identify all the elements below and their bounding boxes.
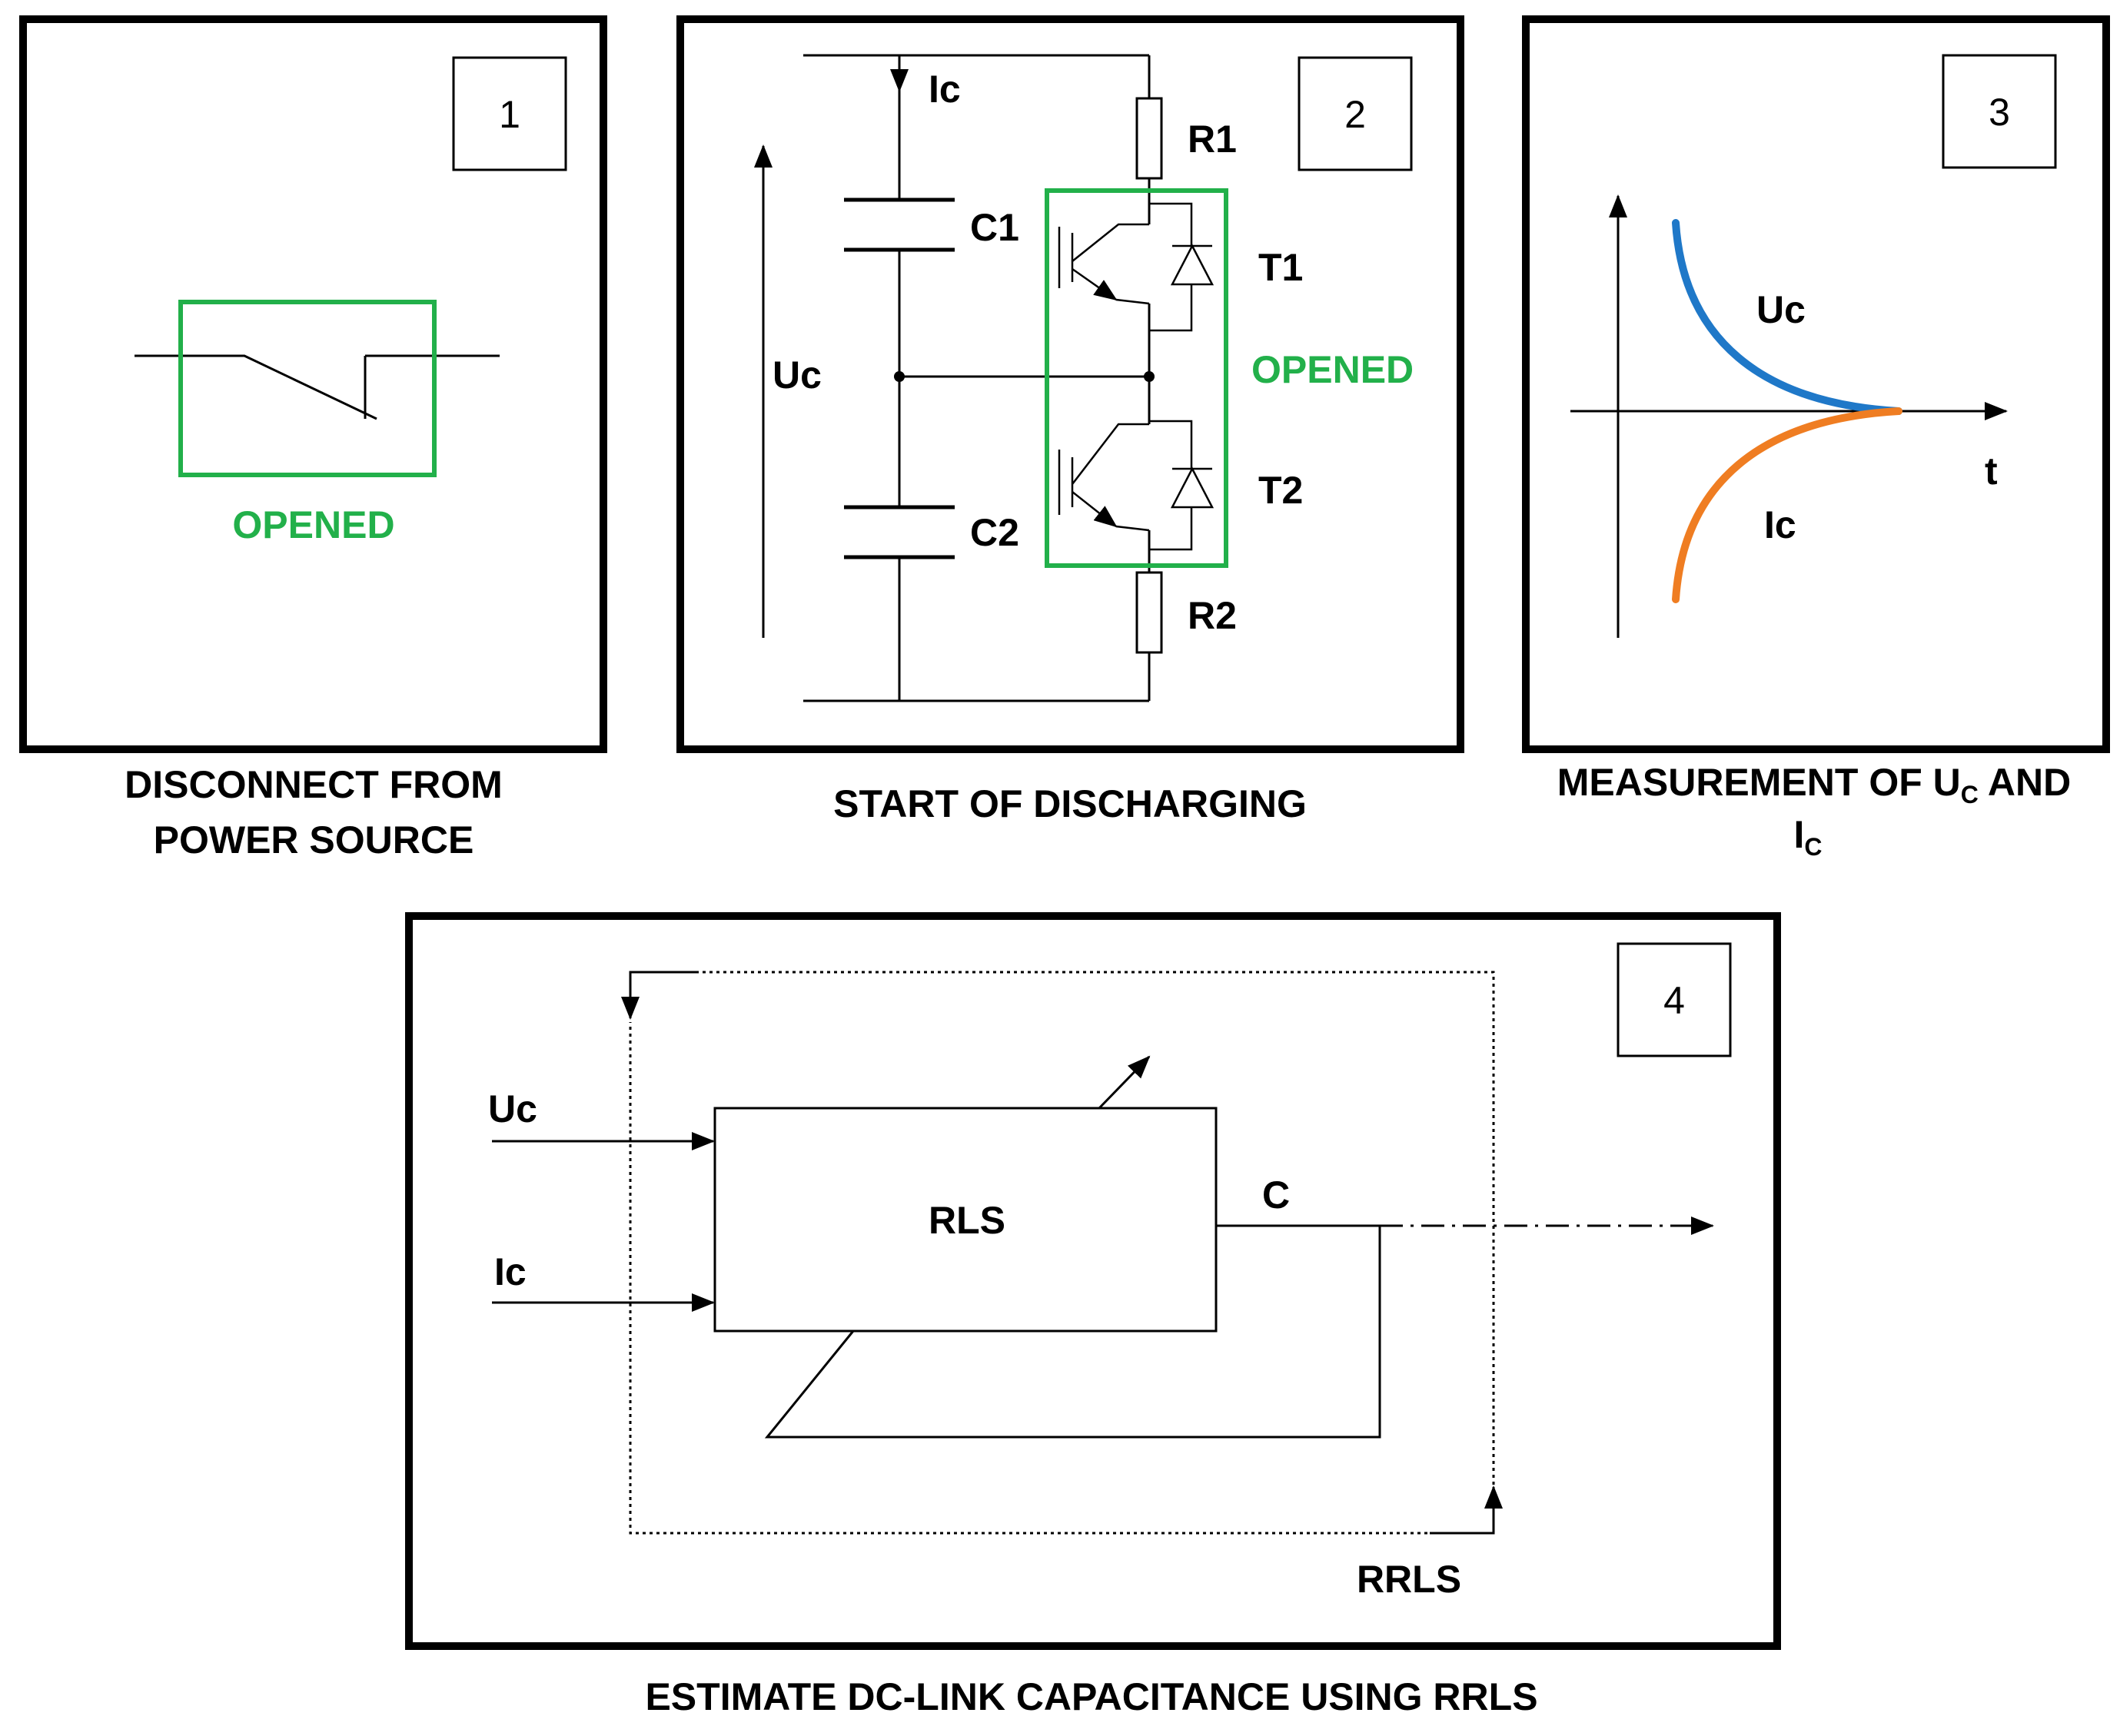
- junction-dot-left: [894, 371, 905, 382]
- resistor-label-r1: R1: [1188, 118, 1237, 161]
- capacitor-c2-symbol: [844, 505, 955, 559]
- current-label-ic: Ic: [929, 68, 961, 111]
- panel-4-caption: ESTIMATE DC-LINK CAPACITANCE USING RRLS: [645, 1675, 1537, 1718]
- panel-4: 4 RRLS RLS Uc Ic C ESTIMATE DC-LINK CAPA…: [405, 912, 1781, 1718]
- panel-1-frame: [19, 15, 607, 753]
- resistor-label-r2: R2: [1188, 594, 1237, 637]
- curve-label-uc: Uc: [1756, 288, 1806, 331]
- step-number-box-4: [1617, 942, 1732, 1057]
- resistor-r2-symbol: [1135, 571, 1163, 654]
- output-label-c: C: [1262, 1173, 1290, 1217]
- feedback-wire: [764, 1226, 1381, 1439]
- panel-1-caption-line2: POWER SOURCE: [154, 818, 474, 861]
- step-number-3: 3: [1989, 91, 2010, 134]
- rls-adaptation-arrow: [1098, 1055, 1151, 1110]
- rrls-loop-entry-arrow: [621, 971, 696, 1020]
- capacitor-label-c1: C1: [970, 206, 1019, 249]
- x-axis-label-t: t: [1985, 450, 1998, 493]
- panel-3: 3 t Uc Ic MEASUREMENT OF UC AND IC: [1522, 15, 2110, 861]
- switch-state-label: OPENED: [232, 503, 394, 546]
- capacitor-c1-symbol: [844, 197, 955, 252]
- step-number-box-3: [1942, 54, 2057, 169]
- rrls-dotted-loop: [629, 971, 1495, 1535]
- panel-3-frame: [1522, 15, 2110, 753]
- igbt-label-t1: T1: [1258, 246, 1303, 289]
- curve-uc: [1672, 219, 1902, 415]
- input-label-ic: Ic: [494, 1250, 527, 1293]
- panel-1-caption-line1: DISCONNECT FROM: [125, 763, 503, 806]
- rrls-loop-return-arrow: [1430, 1485, 1503, 1535]
- igbt-highlight-box: [1045, 188, 1228, 568]
- step-number-2: 2: [1344, 93, 1366, 136]
- panel-2: 2 Ic C1 C2 Uc R1 R2: [676, 15, 1464, 825]
- panel-4-frame: [405, 912, 1781, 1650]
- panel-2-caption: START OF DISCHARGING: [833, 782, 1307, 825]
- igbt-state-label: OPENED: [1251, 348, 1414, 391]
- rls-block: [713, 1107, 1218, 1333]
- step-number-box-2: [1298, 56, 1413, 171]
- capacitor-label-c2: C2: [970, 511, 1019, 554]
- step-number-4: 4: [1663, 979, 1685, 1022]
- input-label-uc: Uc: [488, 1087, 537, 1130]
- panel-3-caption-line1: MEASUREMENT OF UC AND: [1557, 761, 2071, 808]
- rrls-label: RRLS: [1357, 1558, 1461, 1601]
- rls-block-label: RLS: [929, 1199, 1005, 1242]
- resistor-r1-symbol: [1135, 97, 1163, 180]
- switch-highlight-box: [178, 300, 437, 477]
- curve-label-ic: Ic: [1764, 503, 1796, 546]
- step-number-box-1: [452, 56, 567, 171]
- igbt-label-t2: T2: [1258, 469, 1303, 512]
- panel-1: 1 OPENED DISCONNECT FROM POWER SOURCE: [19, 15, 607, 861]
- voltage-label-uc: Uc: [773, 354, 822, 397]
- curve-ic: [1672, 407, 1902, 603]
- panel-2-frame: [676, 15, 1464, 753]
- igbt-t1-symbol: [1058, 202, 1215, 332]
- igbt-t2-symbol: [1058, 420, 1215, 551]
- open-switch-symbol: [135, 354, 500, 420]
- step-number-1: 1: [499, 93, 520, 136]
- panel-3-caption-line2: IC: [1793, 813, 1822, 861]
